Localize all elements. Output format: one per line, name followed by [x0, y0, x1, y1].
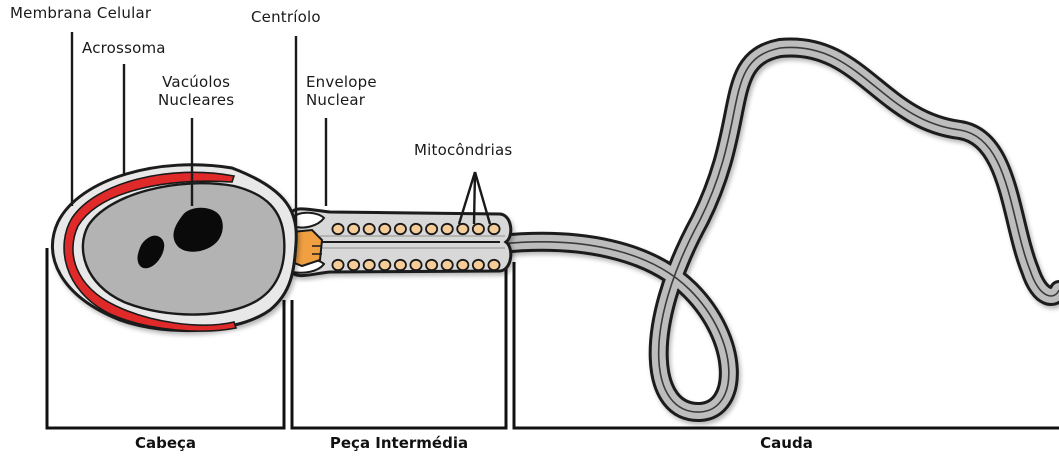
bracket-cauda — [514, 262, 1059, 428]
section-label-peca-intermedia: Peça Intermédia — [292, 434, 506, 452]
mitochondrion — [410, 224, 421, 234]
mitochondrion — [348, 260, 359, 270]
mitochondrion — [457, 224, 468, 234]
mitochondrion — [364, 224, 375, 234]
mitochondrion — [364, 260, 375, 270]
label-vacuolos-nucleares: Vacúolos Nucleares — [158, 73, 234, 109]
mitochondrion — [379, 224, 390, 234]
mitochondrion — [332, 260, 343, 270]
tail — [500, 47, 1059, 412]
tail-fill — [500, 47, 1059, 412]
section-label-cauda: Cauda — [514, 434, 1059, 452]
mitochondrion — [488, 260, 499, 270]
mitochondrion — [395, 260, 406, 270]
label-envelope-nuclear: Envelope Nuclear — [306, 73, 377, 109]
mitochondrion — [332, 224, 343, 234]
mitochondrion — [457, 260, 468, 270]
mitochondrion — [473, 224, 484, 234]
mitochondrion — [442, 224, 453, 234]
mitochondrion — [348, 224, 359, 234]
bracket-peca-intermedia — [292, 262, 506, 428]
label-centriolo: Centríolo — [251, 8, 321, 26]
mitochondrion — [410, 260, 421, 270]
mitochondrion — [379, 260, 390, 270]
mitochondrion — [473, 260, 484, 270]
mitochondrion — [488, 224, 499, 234]
leader-mito-2 — [474, 172, 475, 224]
section-label-cabeca: Cabeça — [47, 434, 284, 452]
mitochondrion — [426, 224, 437, 234]
label-acrossoma: Acrossoma — [82, 39, 166, 57]
mitochondrion — [442, 260, 453, 270]
label-membrana-celular: Membrana Celular — [10, 4, 151, 22]
label-mitocondrias: Mitocôndrias — [414, 141, 512, 159]
mitochondrion — [426, 260, 437, 270]
mitochondrion — [395, 224, 406, 234]
